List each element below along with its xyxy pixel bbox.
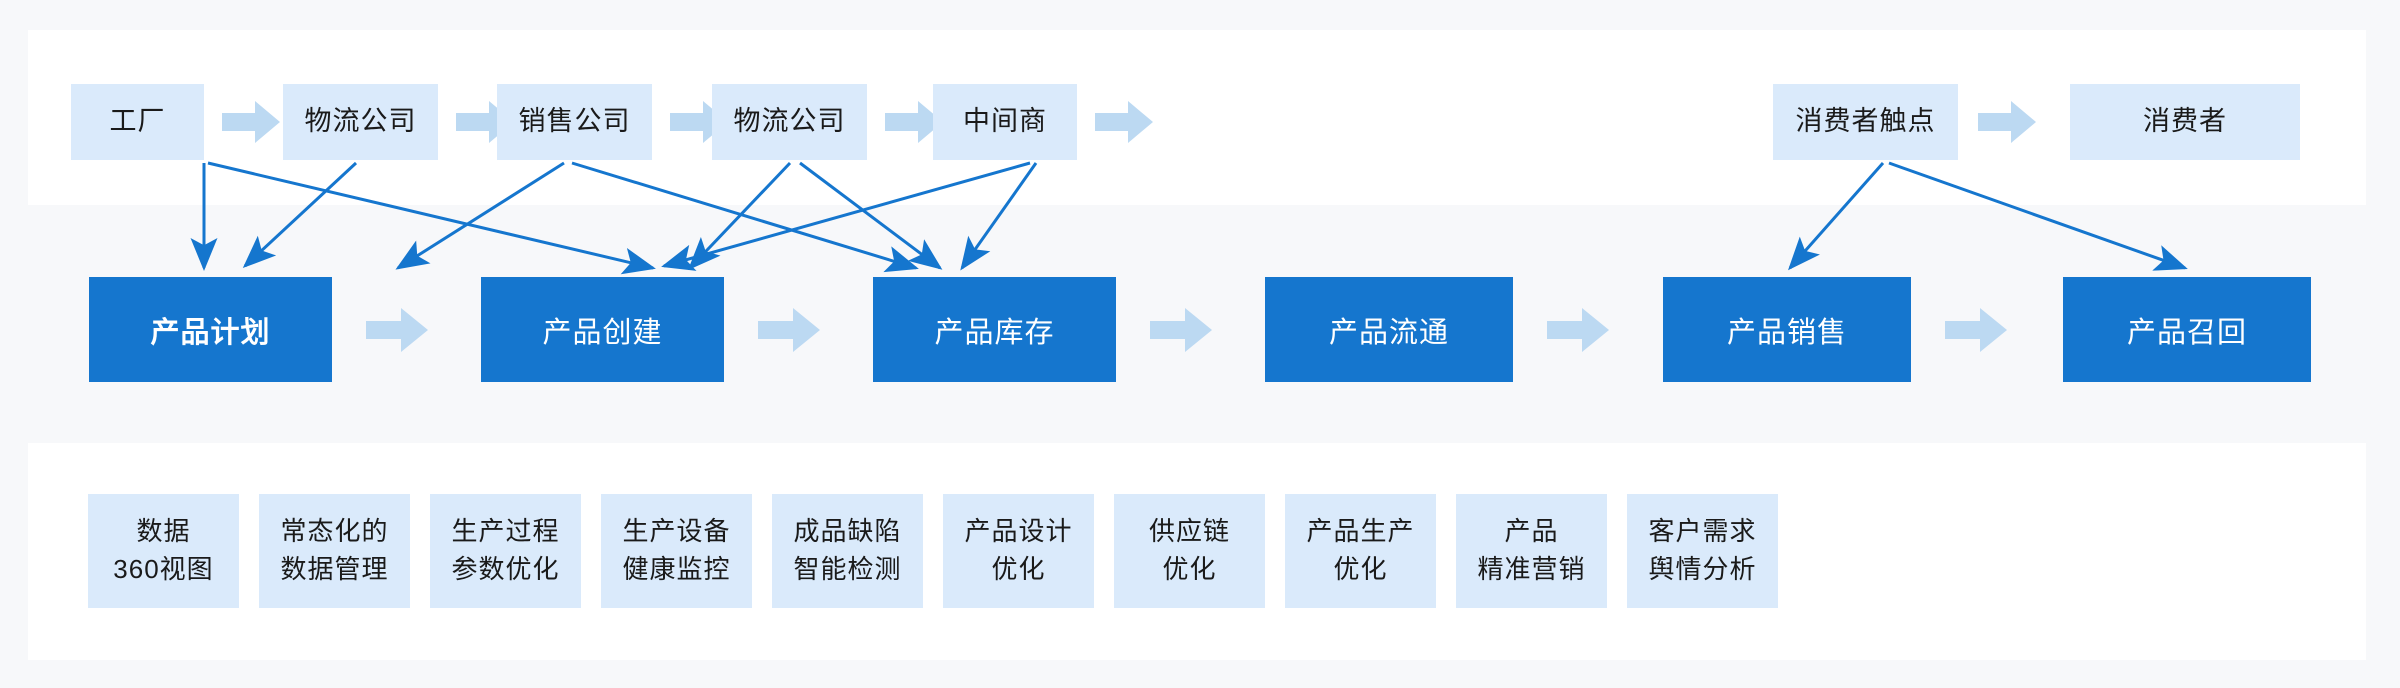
chevron-top-3	[885, 101, 943, 143]
node-bot-2[interactable]: 生产过程 参数优化	[430, 494, 581, 608]
node-mid-2[interactable]: 产品库存	[873, 277, 1116, 382]
chevron-top-0	[222, 101, 280, 143]
node-top-0[interactable]: 工厂	[71, 84, 204, 160]
node-mid-1[interactable]: 产品创建	[481, 277, 724, 382]
chevron-mid-3	[1547, 308, 1609, 352]
node-top-2[interactable]: 销售公司	[497, 84, 652, 160]
node-top-6[interactable]: 消费者	[2070, 84, 2300, 160]
node-mid-4[interactable]: 产品销售	[1663, 277, 1911, 382]
node-bot-4[interactable]: 成品缺陷 智能检测	[772, 494, 923, 608]
node-bot-9[interactable]: 客户需求 舆情分析	[1627, 494, 1778, 608]
chevron-mid-0	[366, 308, 428, 352]
node-top-3[interactable]: 物流公司	[712, 84, 867, 160]
node-bot-8[interactable]: 产品 精准营销	[1456, 494, 1607, 608]
node-bot-0[interactable]: 数据 360视图	[88, 494, 239, 608]
chevron-mid-2	[1150, 308, 1212, 352]
node-bot-6[interactable]: 供应链 优化	[1114, 494, 1265, 608]
node-bot-5[interactable]: 产品设计 优化	[943, 494, 1094, 608]
node-mid-5[interactable]: 产品召回	[2063, 277, 2311, 382]
node-top-4[interactable]: 中间商	[933, 84, 1077, 160]
chevron-mid-1	[758, 308, 820, 352]
node-mid-0[interactable]: 产品计划	[89, 277, 332, 382]
node-bot-3[interactable]: 生产设备 健康监控	[601, 494, 752, 608]
chevron-mid-4	[1945, 308, 2007, 352]
node-top-1[interactable]: 物流公司	[283, 84, 438, 160]
node-bot-7[interactable]: 产品生产 优化	[1285, 494, 1436, 608]
chevron-top-5	[1978, 101, 2036, 143]
chevron-top-4	[1095, 101, 1153, 143]
node-top-5[interactable]: 消费者触点	[1773, 84, 1958, 160]
node-mid-3[interactable]: 产品流通	[1265, 277, 1513, 382]
node-bot-1[interactable]: 常态化的 数据管理	[259, 494, 410, 608]
